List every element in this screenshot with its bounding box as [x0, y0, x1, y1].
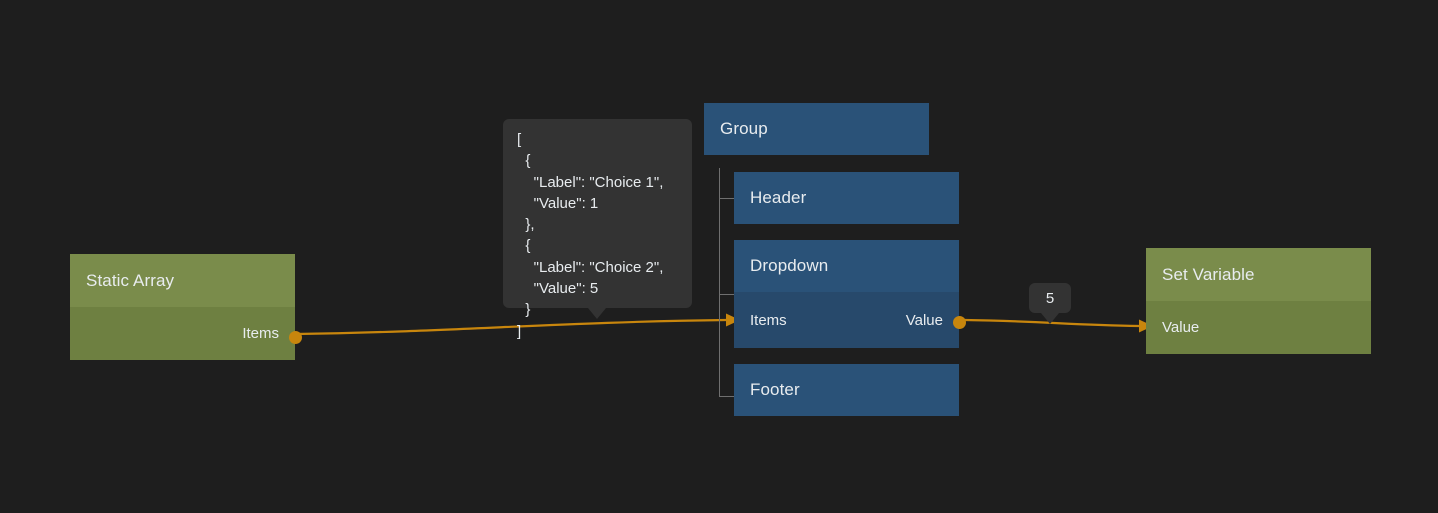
port-label-set-variable-value: Value [1162, 319, 1200, 336]
port-dot-dropdown-value-out[interactable] [952, 315, 966, 329]
tree-spine [719, 168, 720, 396]
tooltip-items-json: [ { "Label": "Choice 1", "Value": 1 }, {… [503, 119, 692, 340]
port-row-items: Items [70, 307, 295, 360]
port-label-static-array-items: Items [242, 325, 279, 342]
tooltip-items-json-text: [ { "Label": "Choice 1", "Value": 1 }, {… [517, 131, 664, 340]
port-row-dropdown: Items Value [734, 292, 959, 348]
node-set-variable-title: Set Variable [1146, 248, 1371, 301]
node-dropdown[interactable]: Dropdown Items Value [734, 240, 966, 348]
node-footer-widget-title: Footer [734, 364, 959, 416]
port-row-set-variable: Value [1146, 301, 1371, 354]
node-static-array-title: Static Array [70, 254, 295, 307]
node-static-array-body: Items [70, 307, 302, 360]
tree-stub-footer [719, 396, 734, 397]
node-set-variable-body: Value [1146, 301, 1371, 354]
node-static-array[interactable]: Static Array Items [70, 254, 302, 360]
tooltip-value-badge: 5 [1029, 283, 1071, 324]
node-header-widget-title: Header [734, 172, 959, 224]
tooltip-value-badge-text: 5 [1045, 289, 1055, 307]
node-footer-widget[interactable]: Footer [734, 364, 959, 416]
node-dropdown-body: Items Value [734, 292, 966, 348]
node-group[interactable]: Group [704, 103, 929, 155]
tooltip-value-badge-arrow [1041, 313, 1059, 324]
node-set-variable[interactable]: Set Variable Value [1146, 248, 1371, 354]
node-dropdown-title: Dropdown [734, 240, 959, 292]
tooltip-items-json-arrow [588, 308, 606, 319]
port-label-dropdown-value: Value [905, 311, 943, 329]
node-header-widget[interactable]: Header [734, 172, 959, 224]
port-label-dropdown-items: Items [750, 311, 787, 329]
tree-stub-header [719, 198, 734, 199]
tree-stub-dropdown [719, 294, 734, 295]
node-group-title: Group [704, 103, 929, 155]
port-dot-static-array-items-out[interactable] [288, 330, 302, 344]
